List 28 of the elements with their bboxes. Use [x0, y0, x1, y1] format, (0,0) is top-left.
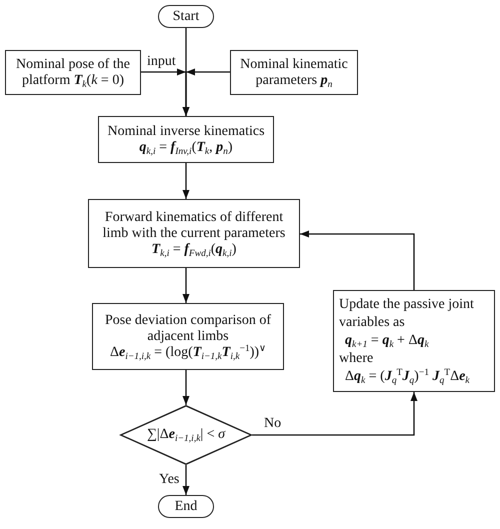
- formula: Δq$_{k}$ = (J$_{q}$$^{T}$J$_{q}$)$^{−1}$ J$_{q}$$^{T}$Δe$_{k}$: [345, 368, 470, 386]
- formula: Δe$_{i−1,i,k}$ = (log(T$_{i−1,k}$T$_{i,k}$$^{−1}$))$^{∨}$: [110, 344, 266, 360]
- process-box: [92, 303, 284, 370]
- formula: q$_{k+1}$ = q$_{k}$ + Δq$_{k}$: [345, 332, 429, 350]
- process-box: [5, 50, 141, 95]
- node-label: Nominal inverse kinematics: [107, 124, 265, 140]
- terminator: [158, 495, 214, 518]
- process-box: [88, 199, 300, 268]
- edge-label: input: [147, 54, 176, 70]
- node-label: where: [339, 350, 374, 368]
- arrow: [182, 68, 230, 116]
- arrow: [182, 370, 190, 405]
- formula: q$_{k,i}$ = f$_{Inv,i}$(T$_{k}$, p$_{n}$): [139, 140, 233, 156]
- arrow: [182, 465, 190, 495]
- process-box: [333, 290, 495, 392]
- process-box: [98, 116, 274, 163]
- terminal-label: End: [174, 498, 198, 514]
- condition-formula: ∑|Δe$_{i−1,i,k}$| < σ: [146, 427, 226, 443]
- formula: T$_{k,i}$ = f$_{Fwd,i}$(q$_{k,i}$): [152, 242, 236, 258]
- arrow: [182, 268, 190, 303]
- process-box: [230, 50, 358, 95]
- arrow: [252, 392, 418, 436]
- arrow: [300, 230, 415, 290]
- terminator: [158, 5, 214, 28]
- arrow: [182, 163, 190, 199]
- node-label: Nominal kinematic parameters p$_{n}$: [239, 56, 349, 88]
- node-label: Nominal pose of the platform T$_{k}$(k = 0): [15, 56, 131, 88]
- terminal-label: Start: [172, 8, 200, 24]
